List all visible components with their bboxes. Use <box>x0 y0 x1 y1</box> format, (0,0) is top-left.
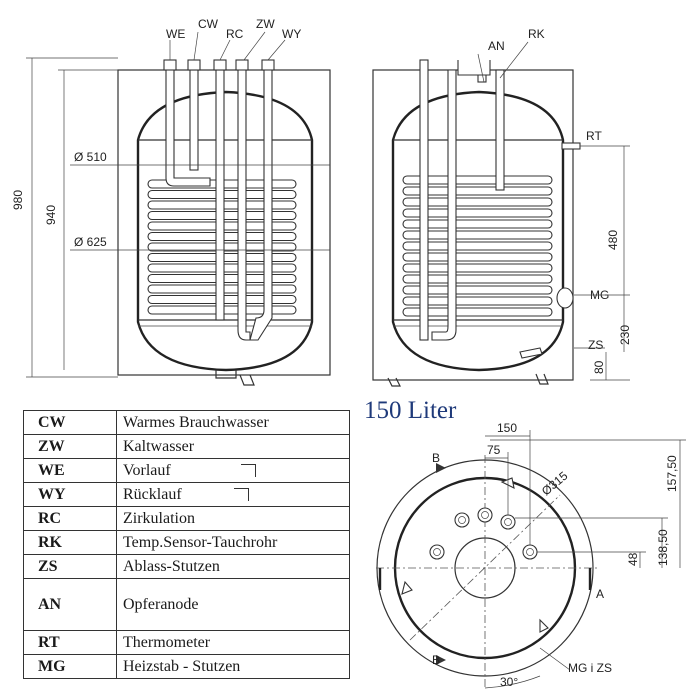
dim-157-50: 157,50 <box>665 455 679 492</box>
coil-turn <box>402 175 553 185</box>
legend-description: Thermometer <box>123 633 211 651</box>
dim-980: 980 <box>11 190 25 210</box>
label-rk: RK <box>528 27 545 41</box>
legend-row: RC Zirkulation <box>23 506 350 531</box>
flow-symbol-icon <box>240 464 256 478</box>
legend-code: RC <box>23 506 117 531</box>
label-we: WE <box>166 27 185 41</box>
label-rc: RC <box>226 27 244 41</box>
dim-480: 480 <box>606 230 620 250</box>
legend-row: WY Rücklauf <box>23 482 350 507</box>
legend-row: ZS Ablass-Stutzen <box>23 554 350 579</box>
label-wy: WY <box>282 27 301 41</box>
dim-230: 230 <box>618 325 632 345</box>
dim-48: 48 <box>626 552 640 566</box>
legend-code: ZW <box>23 434 117 459</box>
coil-turn <box>402 208 553 218</box>
legend-description: Heizstab - Stutzen <box>123 657 241 675</box>
legend-row: CW Warmes Brauchwasser <box>23 410 350 435</box>
coil-turn <box>402 307 553 317</box>
label-b-top: B <box>432 451 440 465</box>
volume-title: 150 Liter <box>364 397 457 424</box>
label-cw: CW <box>198 17 219 31</box>
coil-turn <box>402 230 553 240</box>
legend-code: RT <box>23 630 117 655</box>
top-view: B B A 150 75 Ø315 157,50 138,50 48 30° M… <box>376 421 686 690</box>
label-rt: RT <box>586 129 602 143</box>
label-a-right: A <box>596 587 604 601</box>
legend-code: RK <box>23 530 117 555</box>
dim-d510: Ø 510 <box>74 150 107 164</box>
dim-d625: Ø 625 <box>74 235 107 249</box>
legend-description: Opferanode <box>123 595 199 613</box>
dim-940: 940 <box>44 205 58 225</box>
label-zw: ZW <box>256 17 275 31</box>
coil-turn <box>402 263 553 273</box>
legend-description: Zirkulation <box>123 509 195 527</box>
flow-symbol-icon <box>233 488 249 502</box>
dim-d315: Ø315 <box>539 468 571 498</box>
coil-turn <box>402 197 553 207</box>
coil-turn <box>402 186 553 196</box>
dim-80: 80 <box>592 360 606 374</box>
dim-150: 150 <box>497 421 517 435</box>
label-mg-zs: MG i ZS <box>568 661 612 675</box>
legend-row: RT Thermometer <box>23 630 350 655</box>
label-an: AN <box>488 39 505 53</box>
legend-code: MG <box>23 654 117 679</box>
coil-turn <box>402 219 553 229</box>
dim-138-50: 138,50 <box>656 529 670 566</box>
legend-description: Vorlauf <box>123 461 171 479</box>
coil-turn <box>402 274 553 284</box>
legend-description: Kaltwasser <box>123 437 195 455</box>
legend-code: ZS <box>23 554 117 579</box>
legend-row: AN Opferanode <box>23 578 350 631</box>
legend-description: Temp.Sensor-Tauchrohr <box>123 533 278 551</box>
label-zs: ZS <box>588 338 603 352</box>
legend-row: MG Heizstab - Stutzen <box>23 654 350 679</box>
legend-description: Warmes Brauchwasser <box>123 413 269 431</box>
legend-code: AN <box>23 578 117 631</box>
dim-angle-30: 30° <box>500 675 518 689</box>
coil-turn <box>402 241 553 251</box>
legend-row: WE Vorlauf <box>23 458 350 483</box>
label-b-bottom: B <box>432 653 440 667</box>
coil-turn <box>402 296 553 306</box>
legend-row: RK Temp.Sensor-Tauchrohr <box>23 530 350 555</box>
legend-code: CW <box>23 410 117 435</box>
legend-description: Rücklauf <box>123 485 182 503</box>
side-view: AN RK RT MG ZS 480 230 80 <box>372 27 632 387</box>
coil-turn <box>402 252 553 262</box>
legend-description: Ablass-Stutzen <box>123 557 220 575</box>
legend-code: WY <box>23 482 117 507</box>
front-view: WE CW RC ZW WY 980 940 Ø 510 Ø 625 <box>11 17 331 386</box>
dim-75: 75 <box>487 443 501 457</box>
coil-turn <box>402 285 553 295</box>
legend-code: WE <box>23 458 117 483</box>
legend-row: ZW Kaltwasser <box>23 434 350 459</box>
